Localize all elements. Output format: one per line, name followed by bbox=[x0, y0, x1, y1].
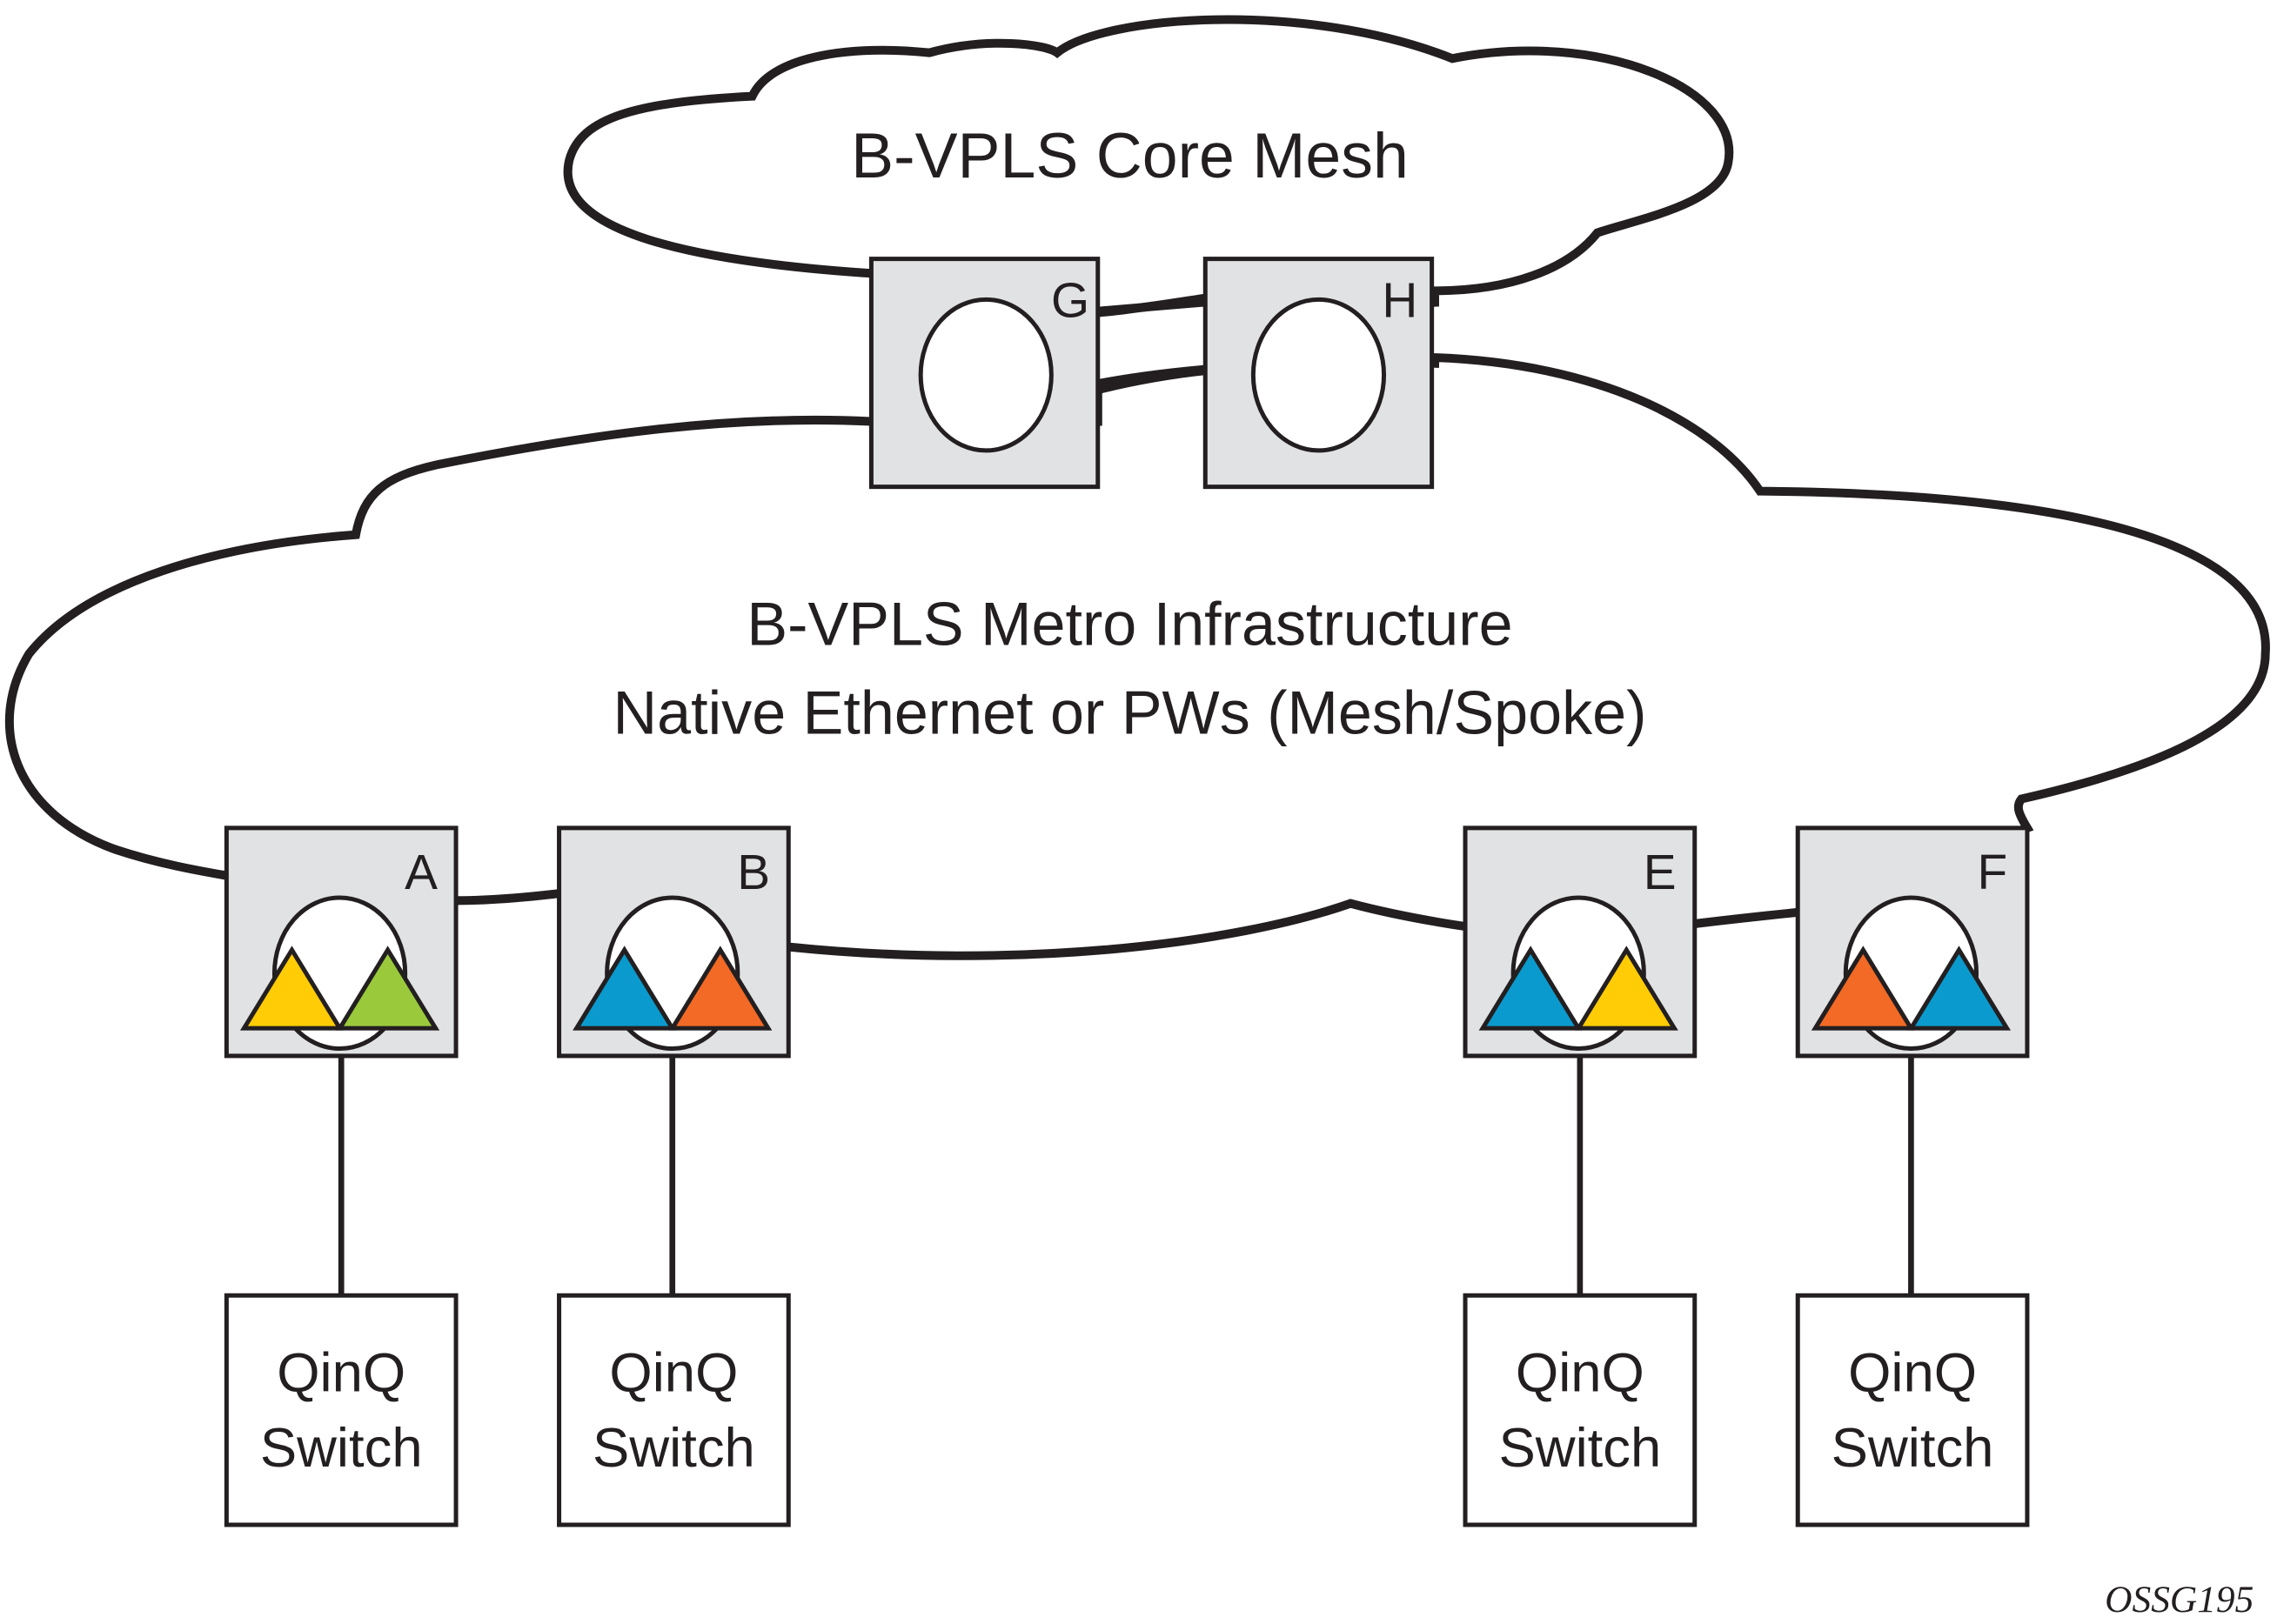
service-triangle-icon bbox=[573, 946, 677, 1031]
link-g-h-upper bbox=[1099, 293, 1207, 317]
edge-node-b[interactable]: B bbox=[557, 825, 791, 1059]
service-triangle-icon bbox=[1906, 946, 2012, 1031]
switch-label-line1: QinQ bbox=[609, 1342, 738, 1403]
core-cloud-label: B-VPLS Core Mesh bbox=[851, 120, 1409, 191]
qinq-switch-a[interactable]: QinQ Switch bbox=[224, 1293, 459, 1527]
edge-node-f[interactable]: F bbox=[1795, 825, 2030, 1059]
node-label: A bbox=[405, 845, 438, 900]
edge-node-a[interactable]: A bbox=[224, 825, 459, 1059]
service-triangle-icon bbox=[1478, 946, 1583, 1031]
service-triangle-icon bbox=[1811, 946, 1915, 1031]
service-triangle-icon bbox=[239, 946, 345, 1031]
figure-id: OSSG195 bbox=[2105, 1579, 2254, 1621]
node-label: G bbox=[1051, 273, 1089, 328]
core-mesh-cloud bbox=[563, 15, 1734, 316]
metro-cloud-label-line1: B-VPLS Metro Infrastructure bbox=[747, 591, 1512, 658]
qinq-switch-e[interactable]: QinQ Switch bbox=[1463, 1293, 1698, 1527]
switch-label-line2: Switch bbox=[260, 1418, 423, 1479]
qinq-switch-f[interactable]: QinQ Switch bbox=[1795, 1293, 2030, 1527]
service-triangle-icon bbox=[668, 946, 773, 1031]
switch-label-line2: Switch bbox=[1498, 1418, 1661, 1479]
switch-label-line1: QinQ bbox=[1516, 1342, 1644, 1403]
node-label: H bbox=[1382, 273, 1417, 328]
vpls-ring-icon bbox=[1250, 297, 1387, 453]
edge-node-e[interactable]: E bbox=[1463, 825, 1698, 1059]
service-triangle-icon bbox=[336, 946, 440, 1031]
node-label: B bbox=[737, 845, 770, 900]
service-triangle-icon bbox=[1574, 946, 1678, 1031]
metro-cloud-label-line2: Native Ethernet or PWs (Mesh/Spoke) bbox=[613, 678, 1647, 746]
core-node-h[interactable]: H bbox=[1202, 257, 1435, 490]
core-node-g[interactable]: G bbox=[868, 257, 1101, 490]
node-label: F bbox=[1978, 845, 2008, 900]
switch-label-line1: QinQ bbox=[277, 1342, 405, 1403]
qinq-switch-b[interactable]: QinQ Switch bbox=[557, 1293, 791, 1527]
link-g-h-lower bbox=[1098, 366, 1206, 394]
vpls-ring-icon bbox=[918, 297, 1054, 453]
node-label: E bbox=[1644, 845, 1677, 900]
switch-label-line1: QinQ bbox=[1848, 1342, 1977, 1403]
switch-label-line2: Switch bbox=[1832, 1418, 1994, 1479]
metro-cloud bbox=[4, 352, 2270, 960]
switch-label-line2: Switch bbox=[593, 1418, 755, 1479]
